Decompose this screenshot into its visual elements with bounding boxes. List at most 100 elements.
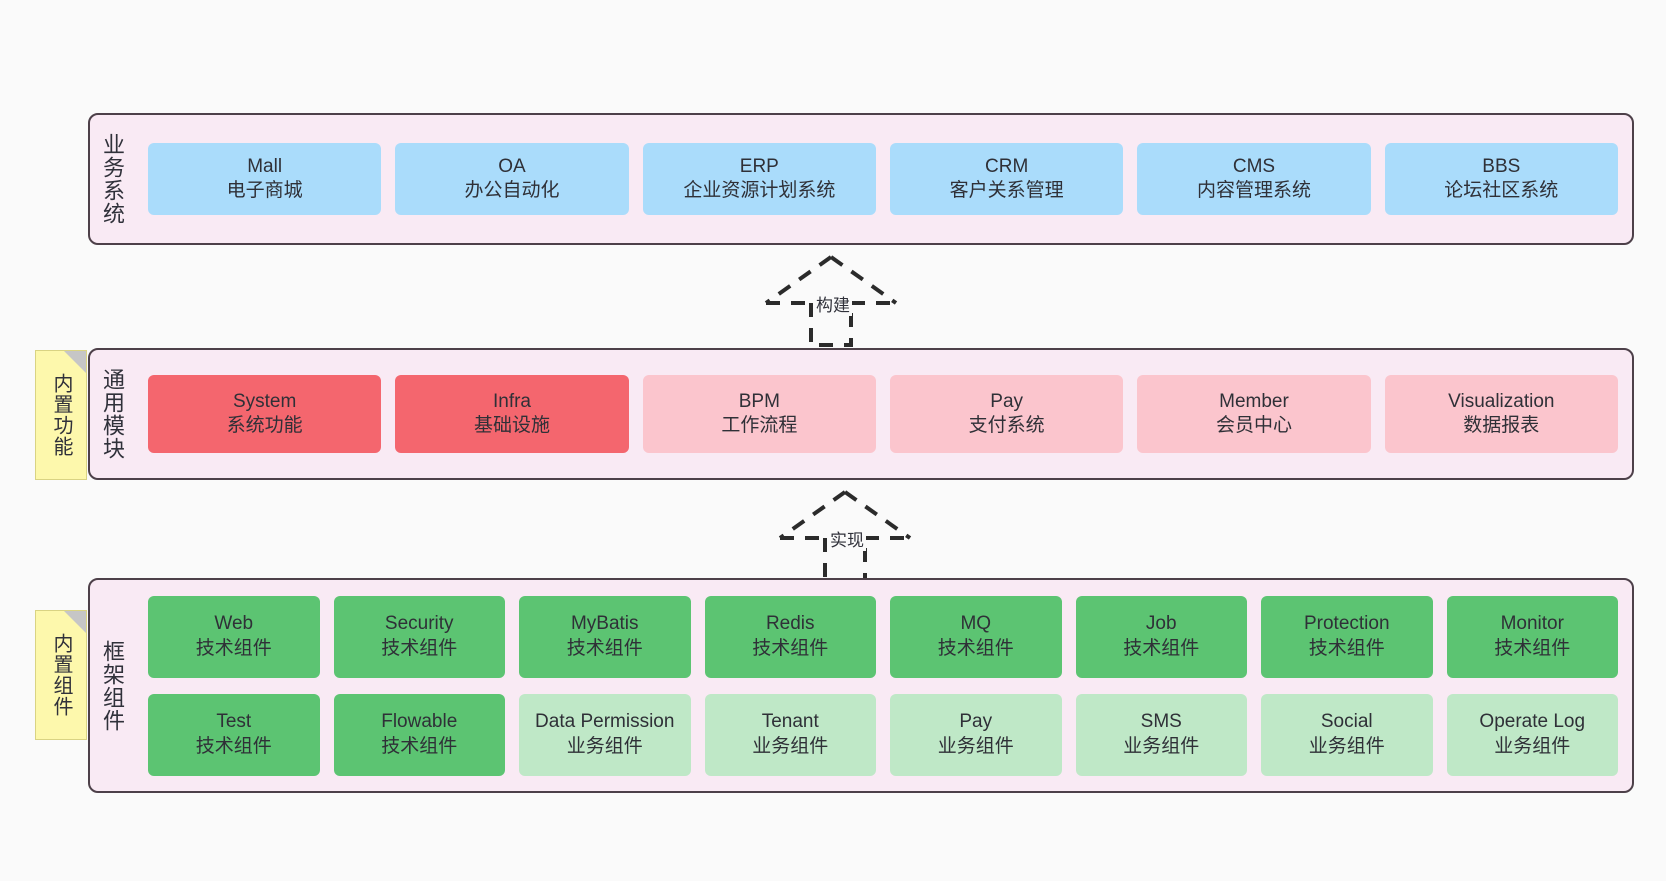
card-name: Redis: [765, 613, 815, 635]
module-card-member[interactable]: Member 会员中心: [1137, 375, 1371, 453]
layer-framework-components-title: 框架组件: [99, 639, 125, 732]
card-name: MQ: [960, 613, 992, 635]
layer-common-modules-title: 通用模块: [99, 368, 125, 460]
card-name: Test: [216, 711, 252, 733]
card-name: Data Permission: [535, 711, 675, 733]
card-desc: 技术组件: [381, 637, 458, 659]
card-desc: 会员中心: [1215, 415, 1292, 436]
framework-card-data-permission[interactable]: Data Permission 业务组件: [519, 693, 691, 776]
business-card-mall[interactable]: Mall 电子商城: [148, 143, 382, 215]
card-desc: 论坛社区系统: [1444, 180, 1559, 201]
note-builtin-components-label: 内置组件: [50, 633, 72, 717]
card-desc: 支付系统: [968, 415, 1045, 436]
framework-card-flowable[interactable]: Flowable 技术组件: [333, 693, 505, 776]
card-desc: 系统功能: [226, 415, 303, 436]
layer-business-systems: 业务系统 Mall 电子商城 OA 办公自动化 ERP 企业资源计划系统 CRM…: [88, 113, 1634, 245]
module-card-infra[interactable]: Infra 基础设施: [395, 375, 629, 453]
card-name: Pay: [959, 711, 993, 733]
framework-card-web[interactable]: Web 技术组件: [148, 595, 320, 678]
framework-business-row: Test 技术组件 Flowable 技术组件 Data Permission …: [148, 693, 1618, 776]
card-desc: 技术组件: [195, 735, 272, 757]
card-name: Protection: [1303, 613, 1390, 635]
card-name: Mall: [247, 155, 283, 177]
layer-common-modules-body: System 系统功能 Infra 基础设施 BPM 工作流程 Pay 支付系统…: [134, 350, 1632, 478]
framework-card-mq[interactable]: MQ 技术组件: [890, 595, 1062, 678]
framework-tech-row: Web 技术组件 Security 技术组件 MyBatis 技术组件 Redi…: [148, 595, 1618, 678]
card-desc: 技术组件: [381, 735, 458, 757]
module-card-system[interactable]: System 系统功能: [148, 375, 382, 453]
note-fold-icon: [64, 351, 86, 373]
card-name: Web: [214, 613, 254, 635]
note-builtin-functions-label: 内置功能: [50, 373, 72, 457]
connector-implement-label: 实现: [828, 526, 866, 551]
card-desc: 技术组件: [752, 637, 829, 659]
business-card-cms[interactable]: CMS 内容管理系统: [1137, 143, 1371, 215]
card-desc: 业务组件: [1308, 735, 1385, 757]
framework-card-monitor[interactable]: Monitor 技术组件: [1446, 595, 1618, 678]
framework-card-tenant[interactable]: Tenant 业务组件: [704, 693, 876, 776]
layer-framework-components: 框架组件 Web 技术组件 Security 技术组件 MyBatis 技术组件…: [88, 578, 1634, 793]
framework-card-pay[interactable]: Pay 业务组件: [890, 693, 1062, 776]
layer-common-modules: 通用模块 System 系统功能 Infra 基础设施 BPM 工作流程 Pay…: [88, 348, 1634, 480]
card-name: Infra: [492, 390, 531, 412]
card-desc: 业务组件: [1494, 735, 1571, 757]
connector-build-arrow-icon: 构建: [756, 255, 906, 347]
layer-framework-components-body: Web 技术组件 Security 技术组件 MyBatis 技术组件 Redi…: [134, 580, 1632, 791]
module-card-pay[interactable]: Pay 支付系统: [889, 375, 1124, 453]
connector-implement-arrow-icon: 实现: [770, 490, 920, 582]
module-card-bpm[interactable]: BPM 工作流程: [642, 375, 876, 453]
framework-card-protection[interactable]: Protection 技术组件: [1261, 595, 1433, 678]
card-name: Flowable: [381, 711, 458, 733]
card-name: Visualization: [1448, 390, 1555, 412]
framework-card-test[interactable]: Test 技术组件: [148, 693, 320, 776]
card-name: BPM: [738, 390, 780, 412]
card-name: System: [232, 390, 297, 412]
common-modules-row: System 系统功能 Infra 基础设施 BPM 工作流程 Pay 支付系统…: [148, 375, 1618, 453]
framework-card-mybatis[interactable]: MyBatis 技术组件: [519, 595, 691, 678]
card-desc: 技术组件: [566, 637, 643, 659]
card-desc: 业务组件: [566, 735, 643, 757]
card-name: Tenant: [761, 711, 819, 733]
card-name: Social: [1320, 711, 1373, 733]
card-desc: 内容管理系统: [1196, 180, 1311, 201]
card-name: Security: [384, 613, 454, 635]
note-builtin-functions: 内置功能: [35, 350, 87, 480]
card-name: Member: [1219, 390, 1289, 412]
framework-card-social[interactable]: Social 业务组件: [1261, 693, 1433, 776]
card-name: OA: [498, 155, 526, 177]
note-builtin-components: 内置组件: [35, 610, 87, 740]
business-card-crm[interactable]: CRM 客户关系管理: [889, 143, 1124, 215]
business-systems-row: Mall 电子商城 OA 办公自动化 ERP 企业资源计划系统 CRM 客户关系…: [148, 143, 1618, 215]
card-desc: 企业资源计划系统: [683, 180, 836, 201]
card-desc: 基础设施: [473, 415, 550, 436]
layer-business-systems-title: 业务系统: [99, 133, 125, 225]
card-desc: 业务组件: [752, 735, 829, 757]
card-desc: 技术组件: [1494, 637, 1571, 659]
card-name: BBS: [1482, 155, 1521, 177]
card-desc: 业务组件: [937, 735, 1014, 757]
card-name: CRM: [985, 155, 1029, 177]
business-card-erp[interactable]: ERP 企业资源计划系统: [642, 143, 876, 215]
card-name: CMS: [1232, 155, 1276, 177]
framework-card-redis[interactable]: Redis 技术组件: [704, 595, 876, 678]
card-desc: 技术组件: [1123, 637, 1200, 659]
card-desc: 技术组件: [1308, 637, 1385, 659]
card-name: Pay: [990, 390, 1024, 412]
framework-card-operate-log[interactable]: Operate Log 业务组件: [1446, 693, 1618, 776]
card-desc: 业务组件: [1123, 735, 1200, 757]
card-desc: 客户关系管理: [949, 180, 1064, 201]
framework-card-sms[interactable]: SMS 业务组件: [1075, 693, 1247, 776]
card-name: Operate Log: [1479, 711, 1586, 733]
business-card-oa[interactable]: OA 办公自动化: [395, 143, 629, 215]
business-card-bbs[interactable]: BBS 论坛社区系统: [1384, 143, 1618, 215]
card-name: Monitor: [1500, 613, 1564, 635]
card-name: ERP: [739, 155, 779, 177]
card-name: SMS: [1140, 711, 1182, 733]
layer-business-systems-body: Mall 电子商城 OA 办公自动化 ERP 企业资源计划系统 CRM 客户关系…: [134, 115, 1632, 243]
module-card-visualization[interactable]: Visualization 数据报表: [1384, 375, 1618, 453]
note-fold-icon: [64, 611, 86, 633]
card-desc: 技术组件: [195, 637, 272, 659]
framework-card-security[interactable]: Security 技术组件: [333, 595, 505, 678]
card-name: MyBatis: [570, 613, 639, 635]
framework-card-job[interactable]: Job 技术组件: [1075, 595, 1247, 678]
